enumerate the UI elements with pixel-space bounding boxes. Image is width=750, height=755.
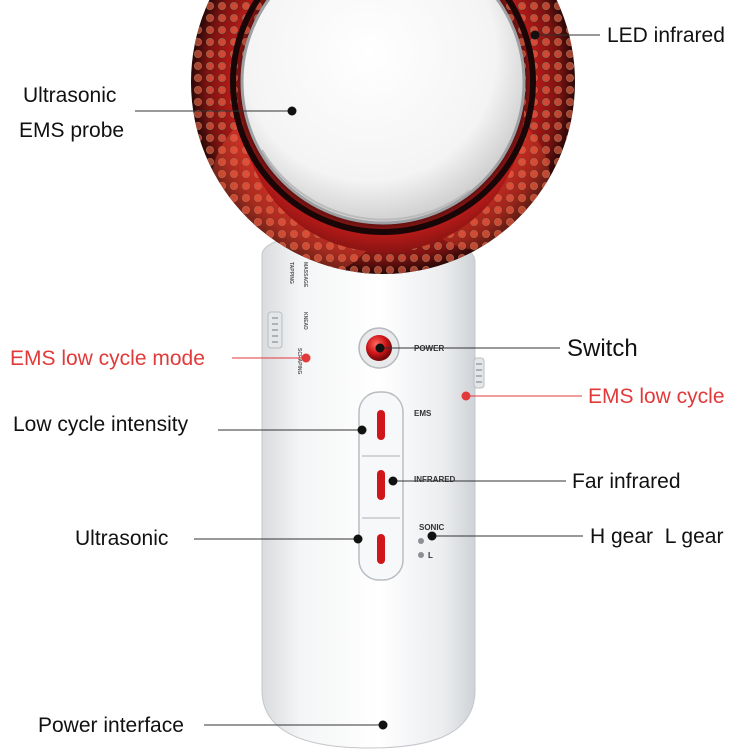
dot-low-cycle-intensity xyxy=(357,425,367,435)
label-power-interface: Power interface xyxy=(38,714,184,737)
label-ems-low-cycle-mode: EMS low cycle mode xyxy=(10,347,205,370)
infrared-button xyxy=(377,470,385,500)
side-mode-text: MASSAGE TAPPING KNEAD SCRAPING xyxy=(288,262,308,375)
l-gear-indicator xyxy=(418,552,424,558)
label-far-infrared: Far infrared xyxy=(572,470,681,493)
device-text-sonic: SONIC xyxy=(419,523,445,532)
side-text-knead: KNEAD xyxy=(302,312,308,330)
probe-head xyxy=(191,0,576,274)
label-ultrasonic: Ultrasonic xyxy=(75,527,169,550)
dot-ultrasonic xyxy=(353,534,363,544)
dot-ems-low-cycle-mode xyxy=(301,353,311,363)
label-ems-probe: EMS probe xyxy=(19,119,125,142)
device-text-ems: EMS xyxy=(414,409,432,418)
side-text-scraping: SCRAPING xyxy=(296,348,302,375)
h-gear-indicator xyxy=(418,538,424,544)
label-ems-low-cycle: EMS low cycle xyxy=(588,385,725,408)
leader-dots xyxy=(287,30,540,730)
device-text-infrared: INFRARED xyxy=(414,475,456,484)
label-low-cycle-intensity: Low cycle intensity xyxy=(13,413,189,436)
dot-gear xyxy=(427,531,437,541)
sonic-button xyxy=(377,534,385,564)
device-text-l: L xyxy=(428,551,433,560)
dot-power-interface xyxy=(378,720,388,730)
side-text-massage: MASSAGE xyxy=(302,262,308,288)
leader-lines xyxy=(135,34,600,726)
dot-ems-low-cycle xyxy=(461,391,471,401)
ems-button xyxy=(377,410,385,440)
side-text-tapping: TAPPING xyxy=(288,262,294,284)
label-ultrasonic-probe: Ultrasonic xyxy=(23,84,117,107)
label-gear: H gear L gear xyxy=(590,525,724,548)
dot-led-infrared xyxy=(530,30,540,40)
dot-switch xyxy=(375,343,385,353)
label-led-infrared: LED infrared xyxy=(607,24,725,47)
control-panel xyxy=(358,391,404,581)
label-switch: Switch xyxy=(567,335,638,362)
dot-ems-probe xyxy=(287,106,297,116)
mode-slider xyxy=(267,311,283,349)
dot-far-infrared xyxy=(388,476,398,486)
right-grip xyxy=(473,357,485,389)
